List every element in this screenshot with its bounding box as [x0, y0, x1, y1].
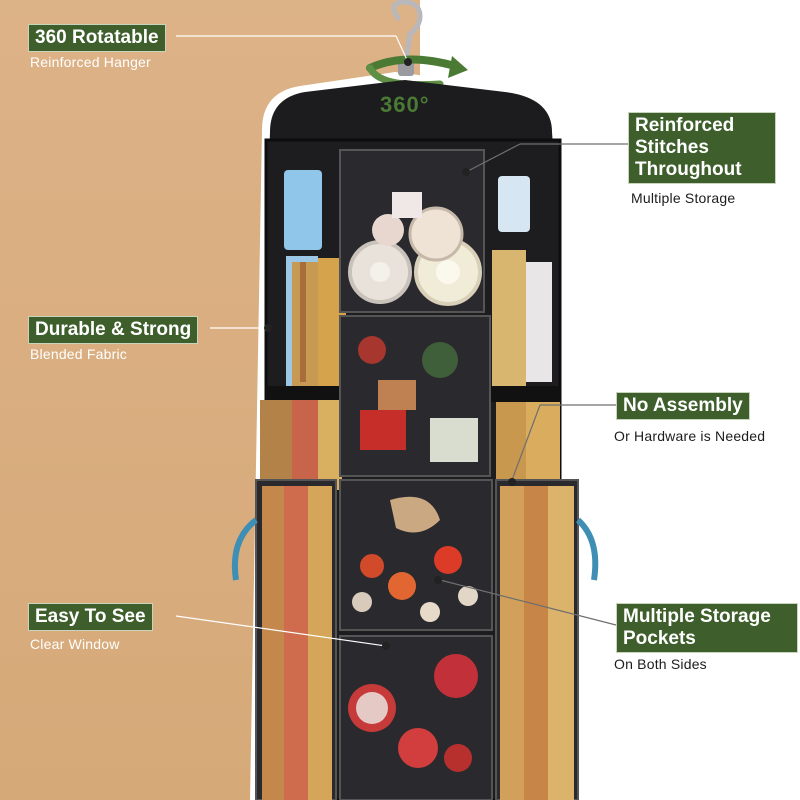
callout-easy-to-see-title: Easy To See [28, 603, 153, 631]
callout-reinforced-stitches-title: Reinforced Stitches Throughout [628, 112, 776, 184]
callout-durable-title: Durable & Strong [28, 316, 199, 344]
callout-no-assembly-subtitle: Or Hardware is Needed [614, 428, 766, 444]
callout-360-rotatable-subtitle: Reinforced Hanger [30, 54, 151, 70]
callout-360-rotatable-title: 360 Rotatable [28, 24, 166, 52]
callout-multiple-pockets-subtitle: On Both Sides [614, 656, 707, 672]
callout-multiple-pockets-title: Multiple Storage Pockets [616, 603, 798, 653]
callout-durable-subtitle: Blended Fabric [30, 346, 127, 362]
rotation-badge: 360° [380, 92, 430, 117]
callout-easy-to-see-subtitle: Clear Window [30, 636, 120, 652]
callout-no-assembly-title: No Assembly [616, 392, 750, 420]
callout-reinforced-stitches-subtitle: Multiple Storage [631, 190, 736, 206]
